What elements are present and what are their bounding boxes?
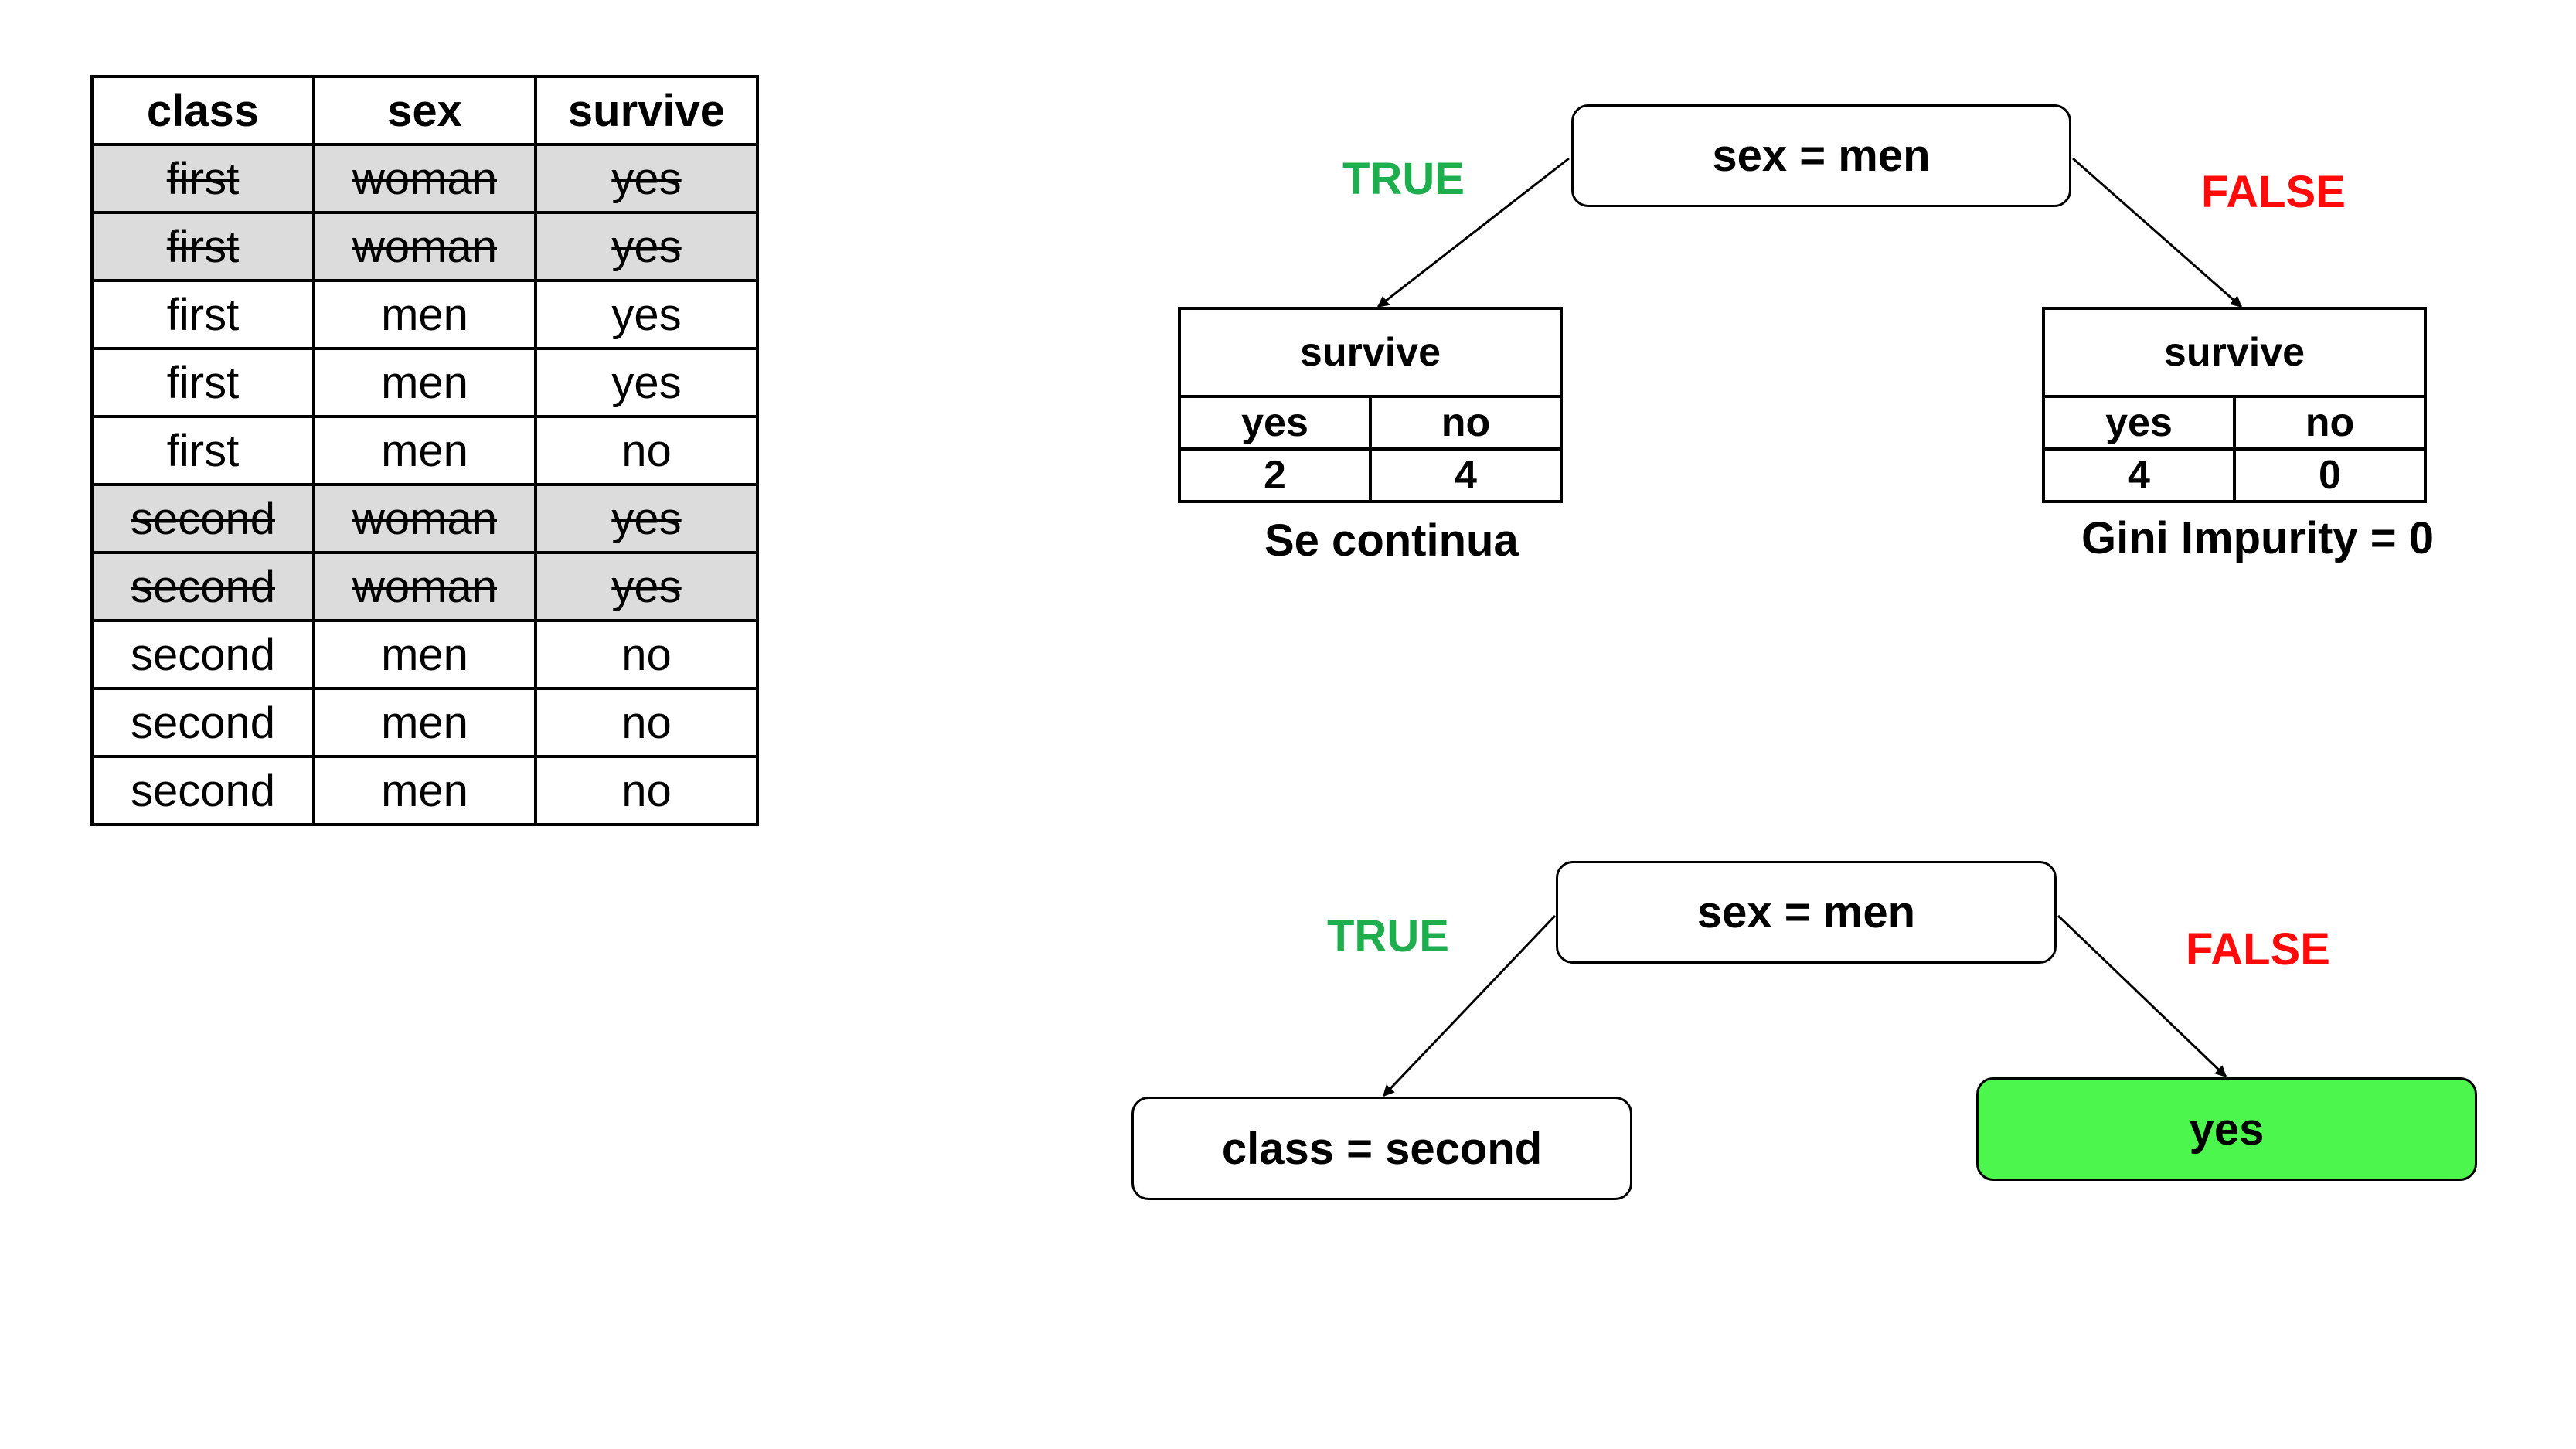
table-cell: yes: [534, 143, 759, 214]
tree2-true-label: TRUE: [1327, 911, 1449, 961]
tree1-left-survive-table: survive yes no 2 4: [1178, 307, 1563, 503]
table-cell: second: [90, 619, 315, 690]
tree2-leaf-node: yes: [1976, 1077, 2477, 1181]
table-cell: first: [90, 143, 315, 214]
table-header-row: class sex survive: [90, 75, 759, 146]
edge-tree1-true: [1376, 157, 1570, 308]
table-cell: second: [90, 687, 315, 758]
table-cell: first: [90, 415, 315, 486]
mini-table-value: 2: [1178, 447, 1372, 503]
table-cell: yes: [534, 211, 759, 282]
table-cell: woman: [312, 211, 537, 282]
mini-table-col: no: [2233, 395, 2427, 451]
mini-table-value: 4: [2042, 447, 2236, 503]
mini-table-value: 4: [1369, 447, 1563, 503]
table-cell: first: [90, 347, 315, 418]
tree2-false-label: FALSE: [2186, 924, 2330, 975]
table-cell: first: [90, 279, 315, 350]
column-header: class: [90, 75, 315, 146]
tree2-leaf-label: yes: [2189, 1104, 2265, 1155]
table-cell: woman: [312, 143, 537, 214]
tree1-right-survive-table: survive yes no 4 0: [2042, 307, 2427, 503]
column-header: survive: [534, 75, 759, 146]
table-cell: no: [534, 687, 759, 758]
tree1-false-label: FALSE: [2201, 167, 2346, 217]
tree2-root-label: sex = men: [1696, 887, 1916, 937]
tree2-root-node: sex = men: [1556, 861, 2057, 964]
mini-table-title: survive: [2042, 307, 2427, 398]
table-cell: men: [312, 755, 537, 826]
tree1-root-label: sex = men: [1712, 131, 1931, 181]
table-cell: men: [312, 279, 537, 350]
table-cell: yes: [534, 483, 759, 554]
table-cell: second: [90, 483, 315, 554]
edge-tree2-true: [1382, 914, 1557, 1097]
tree2-left-label: class = second: [1221, 1123, 1543, 1174]
mini-table-title: survive: [1178, 307, 1563, 398]
table-cell: woman: [312, 551, 537, 622]
table-cell: second: [90, 755, 315, 826]
mini-table-col: no: [1369, 395, 1563, 451]
mini-table-col: yes: [2042, 395, 2236, 451]
edge-tree1-false: [2072, 157, 2243, 308]
table-cell: yes: [534, 279, 759, 350]
table-cell: no: [534, 755, 759, 826]
table-cell: second: [90, 551, 315, 622]
tree1-true-label: TRUE: [1342, 154, 1465, 204]
table-cell: yes: [534, 551, 759, 622]
table-cell: no: [534, 619, 759, 690]
mini-table-col: yes: [1178, 395, 1372, 451]
table-cell: first: [90, 211, 315, 282]
table-cell: yes: [534, 347, 759, 418]
column-header: sex: [312, 75, 537, 146]
mini-table-value: 0: [2233, 447, 2427, 503]
tree1-left-caption: Se continua: [1264, 515, 1519, 566]
table-cell: woman: [312, 483, 537, 554]
tree1-right-caption: Gini Impurity = 0: [2081, 513, 2435, 563]
table-cell: men: [312, 347, 537, 418]
table-cell: no: [534, 415, 759, 486]
table-cell: men: [312, 619, 537, 690]
table-cell: men: [312, 415, 537, 486]
table-cell: men: [312, 687, 537, 758]
edge-tree2-false: [2057, 914, 2227, 1078]
tree1-root-node: sex = men: [1571, 104, 2071, 207]
tree2-left-node: class = second: [1131, 1097, 1632, 1200]
